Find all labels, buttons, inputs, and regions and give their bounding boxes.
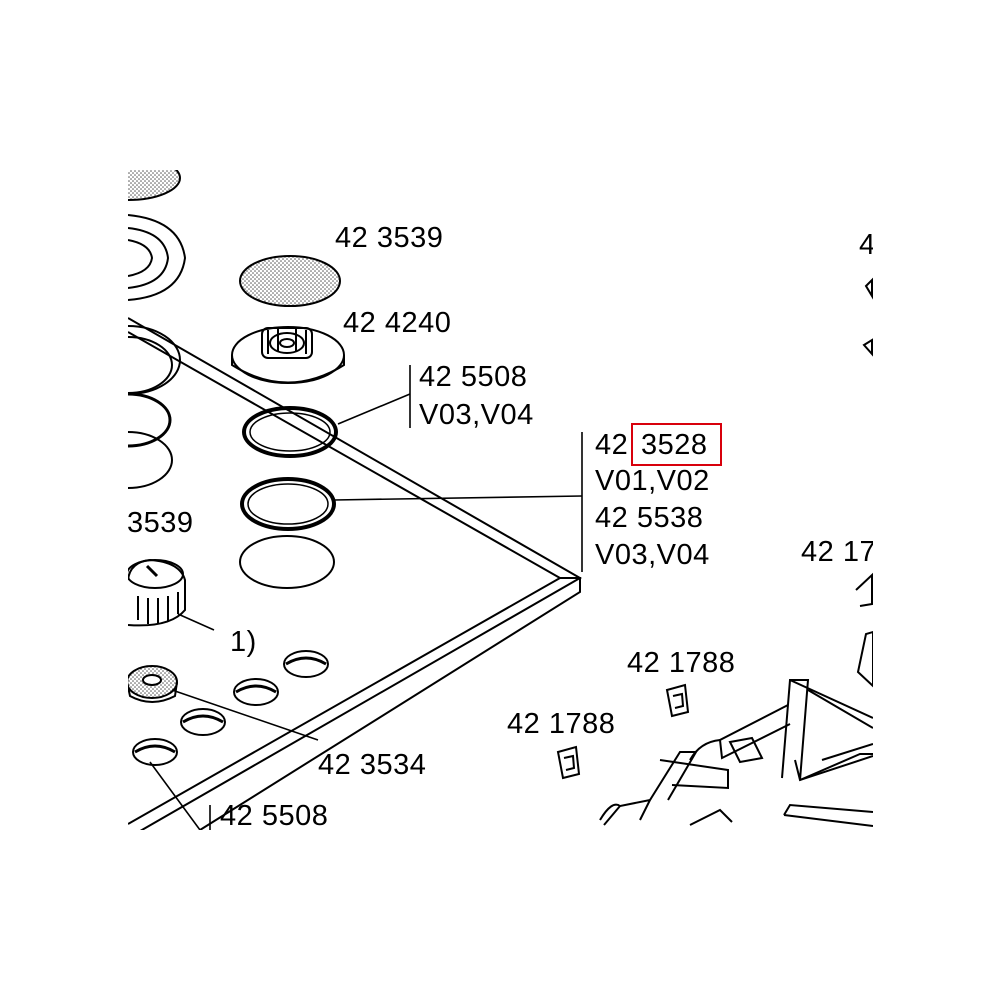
callout-seal-5538-variant: V03,V04 [595,539,710,571]
callout-seal-5508-lower: 42 5508 [220,800,329,832]
highlight-box-3528 [631,423,722,466]
callout-partial-42-17: 42 17 [801,536,873,568]
burner-head-4240 [231,326,345,384]
callout-seal-3528-prefix: 42 [595,429,629,461]
callout-burner-cap-3539: 42 3539 [335,222,444,254]
callout-partial-4: 4 [859,229,873,261]
callout-seal-5508: 42 5508 [419,361,528,393]
clip-1788-lower [556,745,581,780]
seal-ring-5508 [242,406,338,458]
callout-clip-1788-lower: 42 1788 [507,708,616,740]
note-1: 1) [230,626,257,658]
seal-ring-3528 [240,477,336,531]
callout-seal-5508-variant: V03,V04 [419,399,534,431]
left-burner-assembly [128,170,187,489]
right-edge-callouts: 42 17 4 [801,229,873,568]
bracket-assembly [599,679,873,827]
gasket-disc [239,535,335,589]
leader-lines [149,365,583,830]
callout-clip-1788-upper: 42 1788 [627,647,736,679]
spindle-disc-3534 [128,665,178,703]
callout-burner-head-4240: 42 4240 [343,307,452,339]
callout-seal-5538: 42 5538 [595,502,704,534]
clip-1788-upper [665,683,690,718]
right-edge-parts [855,277,873,688]
plate-holes [132,650,329,766]
callout-spindle-3534: 42 3534 [318,749,427,781]
callout-cap-3539-left: 3539 [127,507,194,539]
control-knob [128,558,186,627]
callout-seal-3528-variant: V01,V02 [595,465,710,497]
hob-plate-outline [128,317,583,830]
burner-cap-3539 [239,255,341,307]
callout-seal-3528-number: 3528 [641,429,708,461]
